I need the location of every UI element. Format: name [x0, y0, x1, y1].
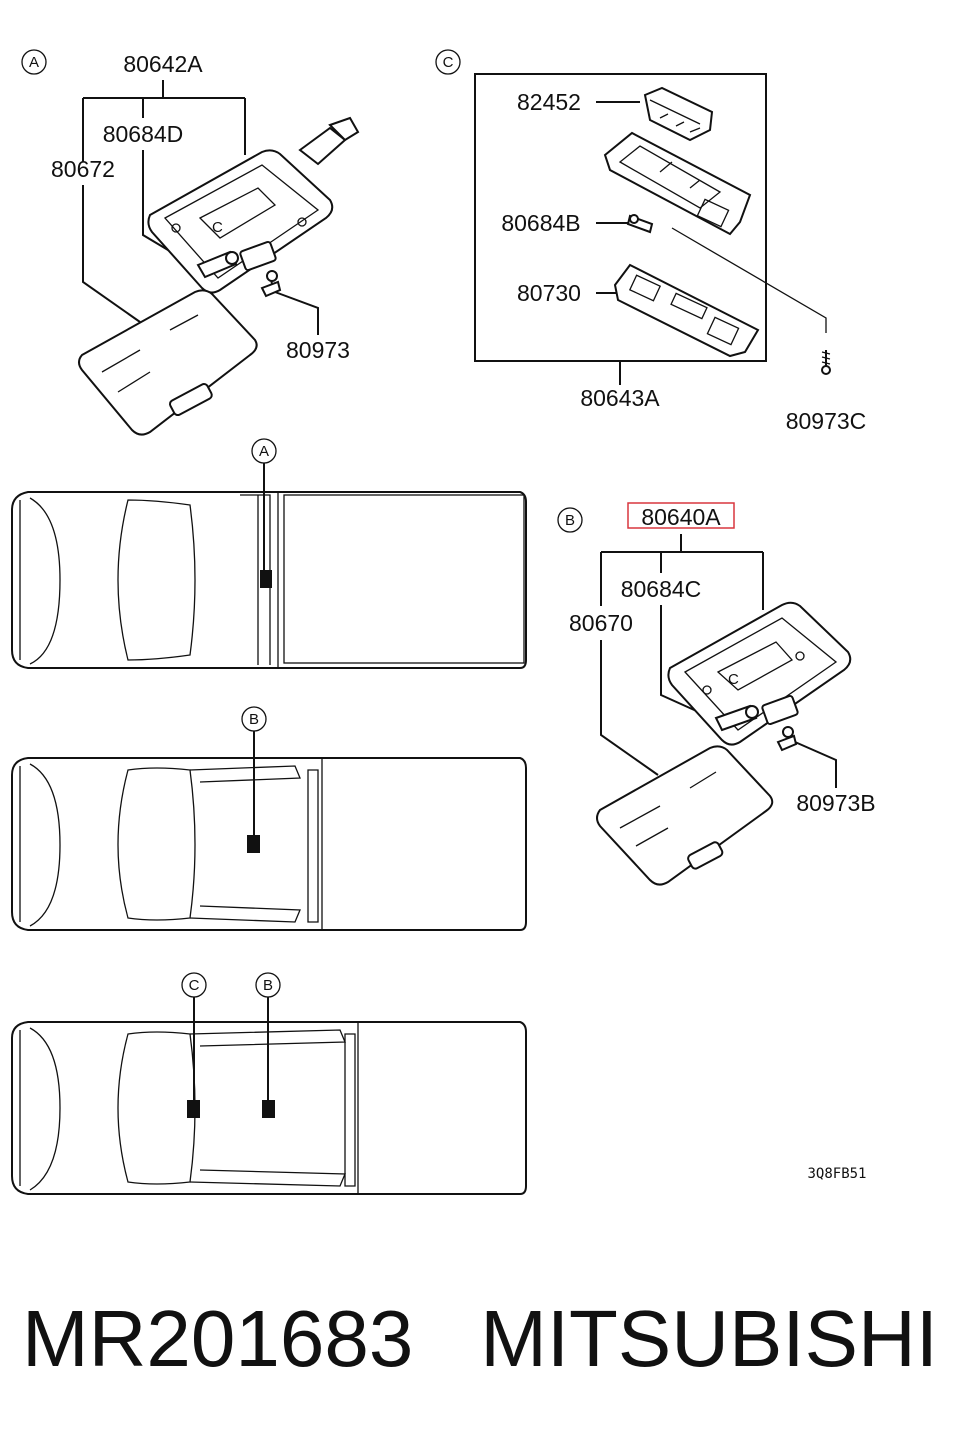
group-c: C 82452 80684B 80730 80643A 80973C: [435, 49, 867, 434]
label-80973c: 80973C: [786, 408, 867, 434]
label-80643a: 80643A: [580, 385, 660, 411]
lens-c: [613, 263, 760, 358]
lamp-housing-c: [603, 131, 752, 236]
truck1-callout-letter: A: [259, 443, 269, 460]
callout-letter-c: C: [443, 54, 454, 71]
truck3-callout-letter-c: C: [189, 977, 200, 994]
switch-82452: [643, 86, 714, 142]
label-80640a: 80640A: [641, 504, 721, 530]
leader-80973b: [794, 741, 837, 788]
footer-brand: MITSUBISHI: [480, 1294, 938, 1383]
callout-circle-b: [557, 507, 583, 533]
label-80973: 80973: [286, 337, 350, 363]
leader-80670: [600, 640, 659, 776]
callout-letter-b: B: [565, 512, 575, 529]
truck3-callout-letter-b: B: [263, 977, 273, 994]
screw-c: [821, 350, 831, 375]
label-82452: 82452: [517, 89, 581, 115]
leader-80642a: [82, 80, 246, 162]
leader-80640a: [600, 534, 764, 610]
bulb-b: [714, 694, 799, 732]
callout-circle-a: [21, 49, 47, 75]
label-80684c: 80684C: [621, 576, 702, 602]
housing-mark-c: C: [212, 219, 223, 236]
highlight-box-80640a: [627, 502, 735, 529]
lens-a: [78, 289, 258, 436]
group-b: B 80640A 80684C 80670 80973B C: [557, 502, 876, 886]
label-80730: 80730: [517, 280, 581, 306]
lamp-housing-b: C: [667, 601, 852, 746]
leader-80973c: [671, 227, 827, 333]
callout-circle-c: [435, 49, 461, 75]
lamp-location-c: [187, 1100, 200, 1118]
bulb-c: [626, 214, 654, 234]
screw-b: [776, 726, 798, 752]
housing-mark-c-b: C: [728, 671, 739, 688]
lamp-location-b-2: [262, 1100, 275, 1118]
vehicle-top-view-3: C B: [11, 972, 527, 1195]
lens-b: [596, 745, 774, 886]
label-80670: 80670: [569, 610, 633, 636]
vehicle-top-view-2: B: [11, 706, 527, 931]
label-80684d: 80684D: [103, 121, 184, 147]
footer-part-number: MR201683: [22, 1294, 413, 1383]
screw-a: [260, 270, 282, 298]
leader-80973: [274, 291, 319, 335]
bulb-a: [196, 240, 277, 279]
leader-80672: [82, 185, 141, 323]
truck2-callout-letter: B: [249, 711, 259, 728]
label-80973b: 80973B: [796, 790, 875, 816]
assembly-box-c: [474, 73, 767, 362]
label-80684b: 80684B: [501, 210, 580, 236]
drawing-code: 3Q8FB51: [807, 1166, 866, 1182]
lamp-location-a: [260, 570, 272, 588]
lamp-housing-a: C: [147, 116, 360, 294]
lamp-location-b-1: [247, 835, 260, 853]
vehicle-top-view-1: A: [11, 438, 527, 669]
callout-letter-a: A: [29, 54, 39, 71]
group-a: A 80642A 80684D 80672 80973 C: [21, 49, 360, 436]
label-80642a: 80642A: [123, 51, 203, 77]
